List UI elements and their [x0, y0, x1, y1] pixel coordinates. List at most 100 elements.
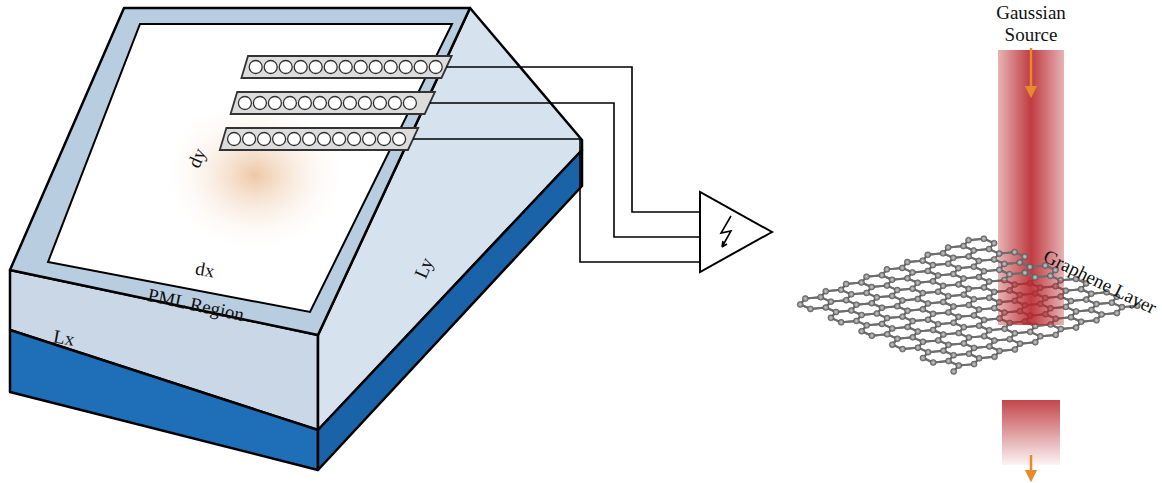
graphene-layer — [797, 50, 1140, 374]
carbon-atom — [869, 300, 875, 306]
carbon-atom — [920, 290, 926, 296]
carbon-atom — [879, 272, 885, 278]
carbon-atom — [828, 299, 834, 305]
carbon-atom — [838, 287, 844, 293]
strip-hole — [298, 97, 311, 110]
strip-hole — [339, 61, 352, 74]
strip-hole — [238, 97, 251, 110]
carbon-atom — [950, 304, 956, 310]
carbon-atom — [910, 286, 916, 292]
substrate-slab — [10, 8, 582, 470]
carbon-atom — [935, 272, 941, 278]
carbon-atom — [1012, 330, 1018, 336]
carbon-atom — [925, 300, 931, 306]
carbon-atom — [884, 266, 890, 272]
carbon-atom — [864, 322, 870, 328]
transmitted-arrow — [1030, 455, 1033, 476]
strip-hole — [414, 61, 427, 74]
source-label: Gaussian Source — [986, 2, 1076, 46]
dimension-label: dx — [194, 258, 217, 283]
strip-hole — [283, 97, 296, 110]
carbon-atom — [930, 278, 936, 284]
strip-hole — [318, 133, 331, 146]
carbon-atom — [930, 262, 936, 268]
strip-hole — [429, 61, 442, 74]
graphene-strip — [241, 56, 451, 78]
carbon-atom — [966, 286, 972, 292]
carbon-atom — [971, 345, 977, 351]
carbon-atom — [945, 309, 951, 315]
carbon-atom — [945, 342, 951, 348]
lightning-symbol — [721, 216, 731, 247]
simulation-domain — [48, 24, 452, 312]
carbon-atom — [940, 348, 946, 354]
carbon-atom — [991, 354, 997, 360]
carbon-atom — [951, 368, 957, 374]
carbon-atom — [1094, 317, 1100, 323]
dimension-label: Lx — [52, 325, 77, 350]
carbon-atom — [961, 292, 967, 298]
dimension-label: dy — [183, 145, 211, 171]
carbon-atom — [910, 334, 916, 340]
carbon-atom — [833, 309, 839, 315]
carbon-atom — [1012, 249, 1018, 255]
carbon-atom — [981, 284, 987, 290]
carbon-atom — [946, 358, 952, 364]
strip-hole — [268, 97, 281, 110]
carbon-atom — [991, 305, 997, 311]
strip-hole — [228, 133, 241, 146]
carbon-atom — [966, 253, 972, 259]
carbon-atom — [864, 274, 870, 280]
strip-hole — [373, 97, 386, 110]
carbon-atom — [976, 258, 982, 264]
carbon-atom — [1068, 298, 1074, 304]
carbon-atom — [889, 293, 895, 299]
carbon-atom — [951, 320, 957, 326]
carbon-atom — [996, 267, 1002, 273]
carbon-atom — [955, 265, 961, 271]
carbon-atom — [950, 255, 956, 261]
strip-hole — [328, 97, 341, 110]
carbon-atom — [823, 305, 829, 311]
layer-label: Graphene Layer — [1040, 245, 1160, 319]
carbon-atom — [848, 291, 854, 297]
carbon-atom — [945, 293, 951, 299]
carbon-atom — [904, 259, 910, 265]
carbon-atom — [976, 307, 982, 313]
carbon-atom — [945, 261, 951, 267]
strip-hole — [348, 133, 361, 146]
carbon-atom — [802, 296, 808, 302]
carbon-atom — [1047, 273, 1053, 279]
carbon-atom — [935, 289, 941, 295]
carbon-atom — [935, 321, 941, 327]
carbon-atom — [961, 276, 967, 282]
strip-hole — [258, 133, 271, 146]
strip-hole — [399, 61, 412, 74]
carbon-atom — [956, 363, 962, 369]
carbon-atom — [899, 297, 905, 303]
wire — [413, 139, 700, 262]
carbon-atom — [1037, 333, 1043, 339]
carbon-atom — [986, 343, 992, 349]
carbon-atom — [1068, 314, 1074, 320]
carbon-atom — [905, 324, 911, 330]
carbon-atom — [853, 302, 859, 308]
carbon-atom — [843, 297, 849, 303]
carbon-atom — [945, 244, 951, 250]
carbon-atom — [996, 251, 1002, 257]
carbon-atom — [925, 349, 931, 355]
strip-hole — [303, 133, 316, 146]
carbon-atom — [976, 323, 982, 329]
carbon-atom — [910, 318, 916, 324]
strip-hole — [253, 97, 266, 110]
carbon-atom — [1027, 264, 1033, 270]
carbon-atom — [1078, 286, 1084, 292]
carbon-atom — [930, 327, 936, 333]
carbon-atom — [859, 312, 865, 318]
carbon-atom — [960, 243, 966, 249]
carbon-atom — [859, 328, 865, 334]
carbon-atom — [981, 268, 987, 274]
carbon-atom — [1022, 254, 1028, 260]
carbon-atom — [1002, 326, 1008, 332]
